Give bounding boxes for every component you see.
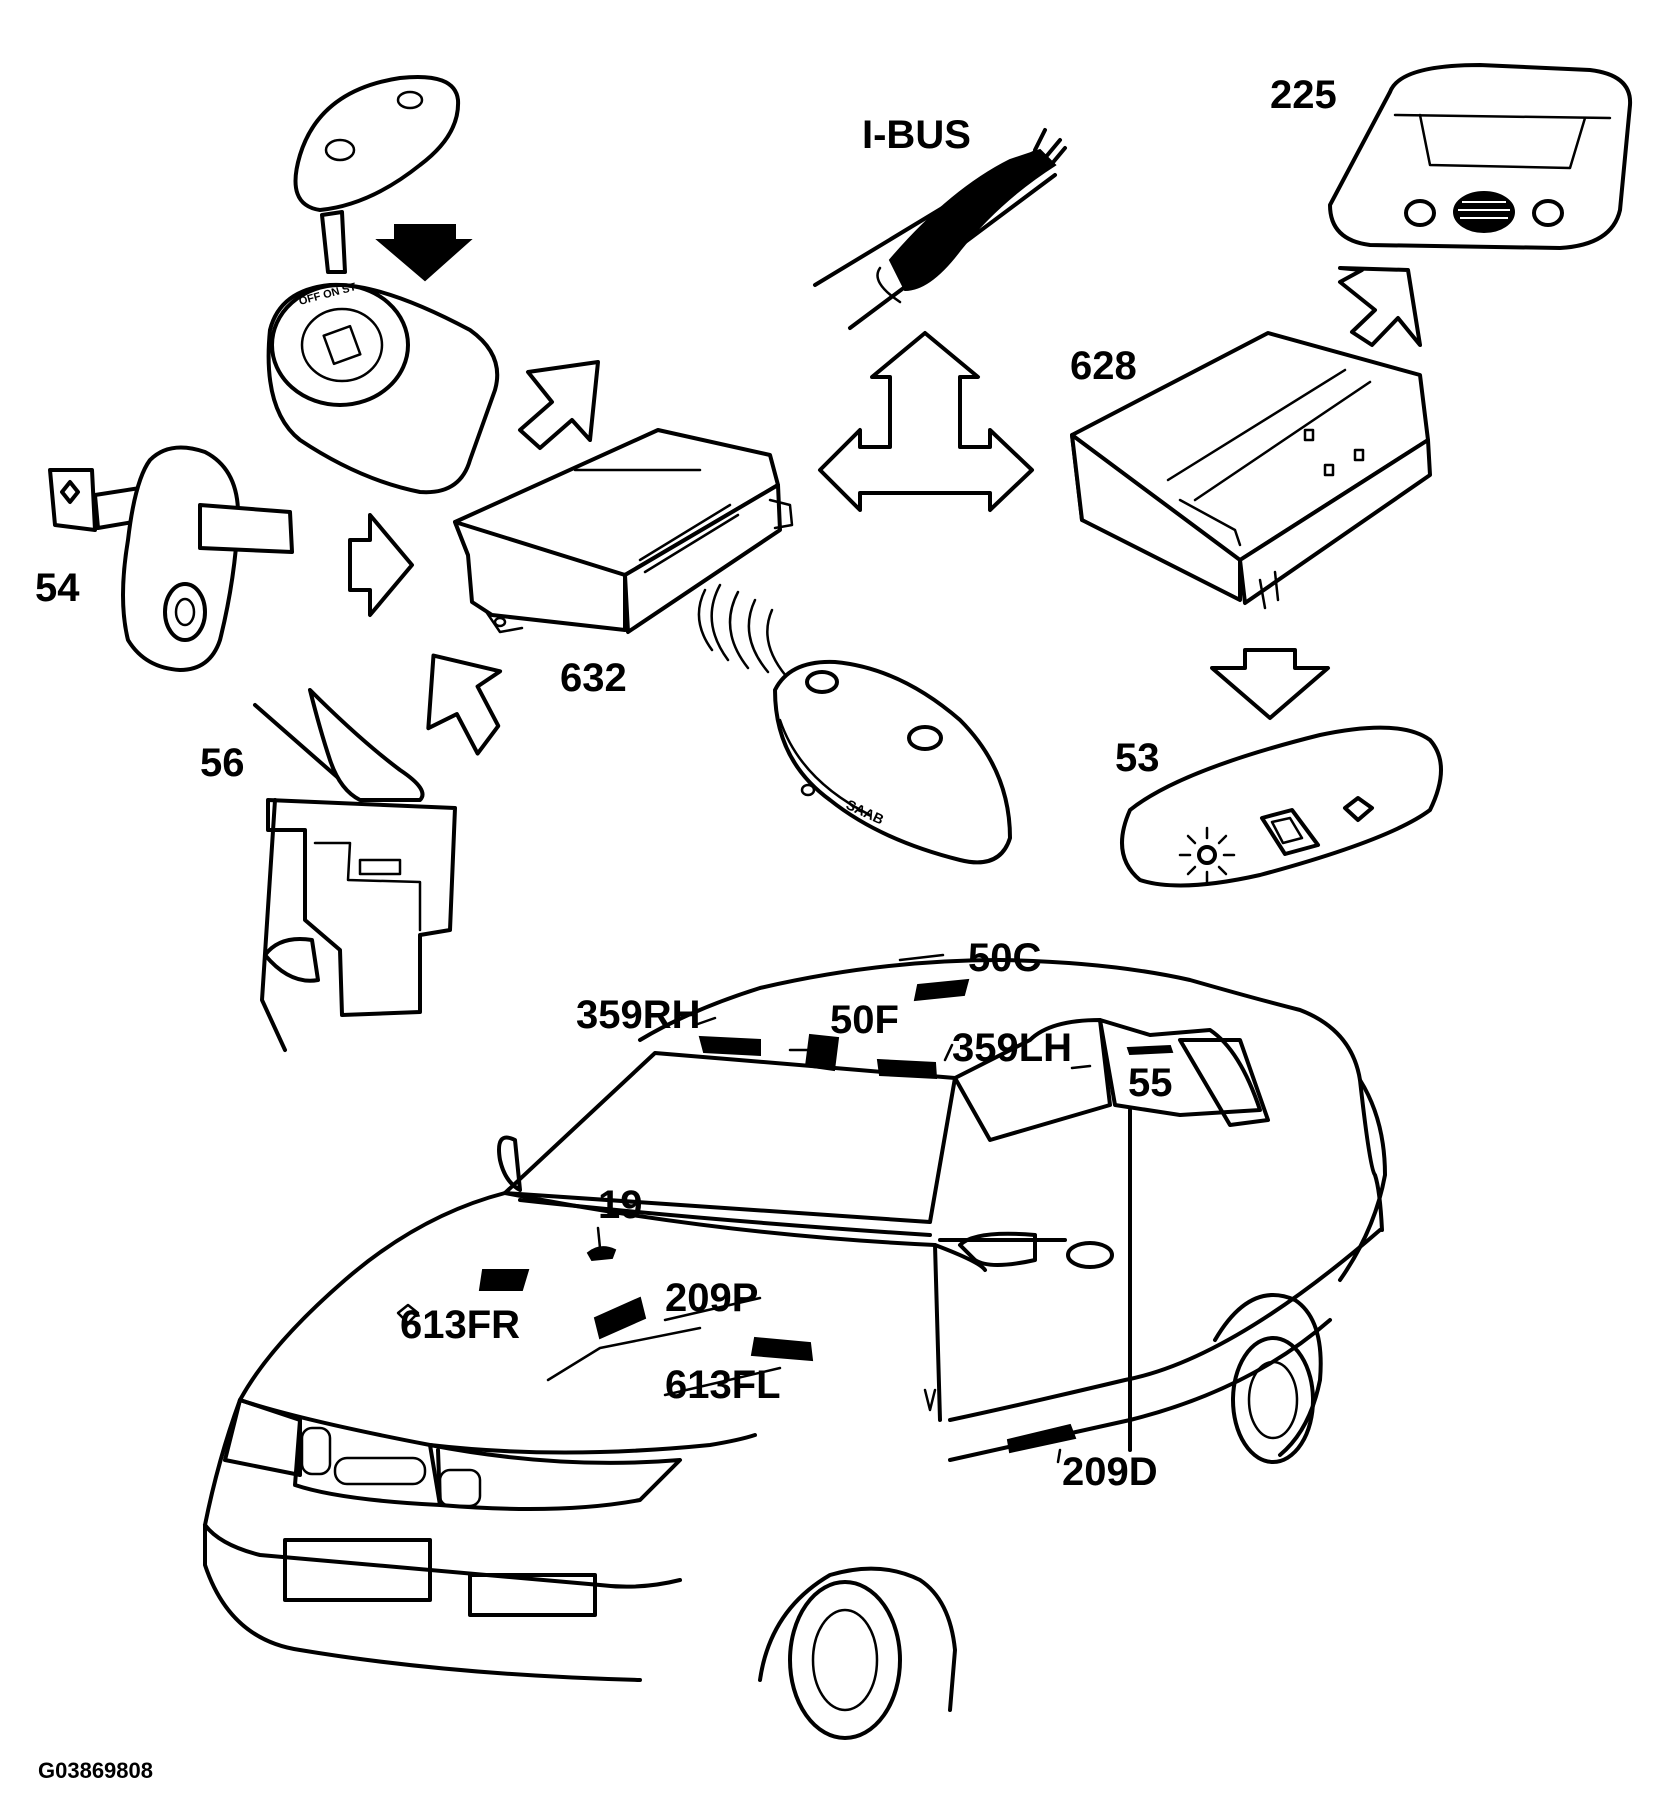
label-19: 19 <box>598 1183 643 1227</box>
arrow-down-icon <box>1210 648 1330 720</box>
label-50c: 50C <box>968 936 1042 980</box>
arrow-to-225-icon <box>1338 266 1422 347</box>
label-209d: 209D <box>1062 1450 1158 1494</box>
door-switch-54 <box>48 445 294 672</box>
label-613fr: 613FR <box>400 1303 521 1347</box>
label-359lh: 359LH <box>952 1026 1073 1070</box>
hood-switch-56 <box>253 688 457 1052</box>
label-628: 628 <box>1070 344 1137 388</box>
label-56: 56 <box>200 741 245 785</box>
sensor-pads <box>478 978 1174 1454</box>
arrow-right-icon <box>348 513 414 617</box>
figure-id: G03869808 <box>38 1758 153 1783</box>
remote-key-fob: SAAB <box>773 659 1012 865</box>
interior-lamp-small <box>293 75 461 274</box>
switch-panel-53 <box>1120 725 1443 888</box>
ignition-switch: OFF ON ST <box>266 281 500 495</box>
label-53: 53 <box>1115 736 1160 780</box>
label-ibus: I-BUS <box>862 113 971 157</box>
down-arrow-icon <box>375 224 473 282</box>
leader-lines <box>546 953 1092 1464</box>
label-55: 55 <box>1128 1061 1173 1105</box>
label-613fl: 613FL <box>665 1363 781 1407</box>
arrow-up-right-icon <box>426 653 503 756</box>
control-module-632 <box>453 428 794 634</box>
car-outline <box>203 958 1387 1740</box>
label-225: 225 <box>1270 73 1337 117</box>
roof-console-225 <box>1328 63 1633 250</box>
label-50f: 50F <box>830 998 899 1042</box>
label-209p: 209P <box>665 1276 759 1320</box>
four-way-arrow-icon <box>818 331 1034 512</box>
signal-waves-icon <box>697 583 788 678</box>
label-359rh: 359RH <box>576 993 701 1037</box>
ibus-cable <box>813 128 1067 330</box>
arrow-down-right-icon <box>518 360 600 450</box>
label-54: 54 <box>35 566 80 610</box>
label-632: 632 <box>560 656 627 700</box>
module-628 <box>1070 331 1432 610</box>
